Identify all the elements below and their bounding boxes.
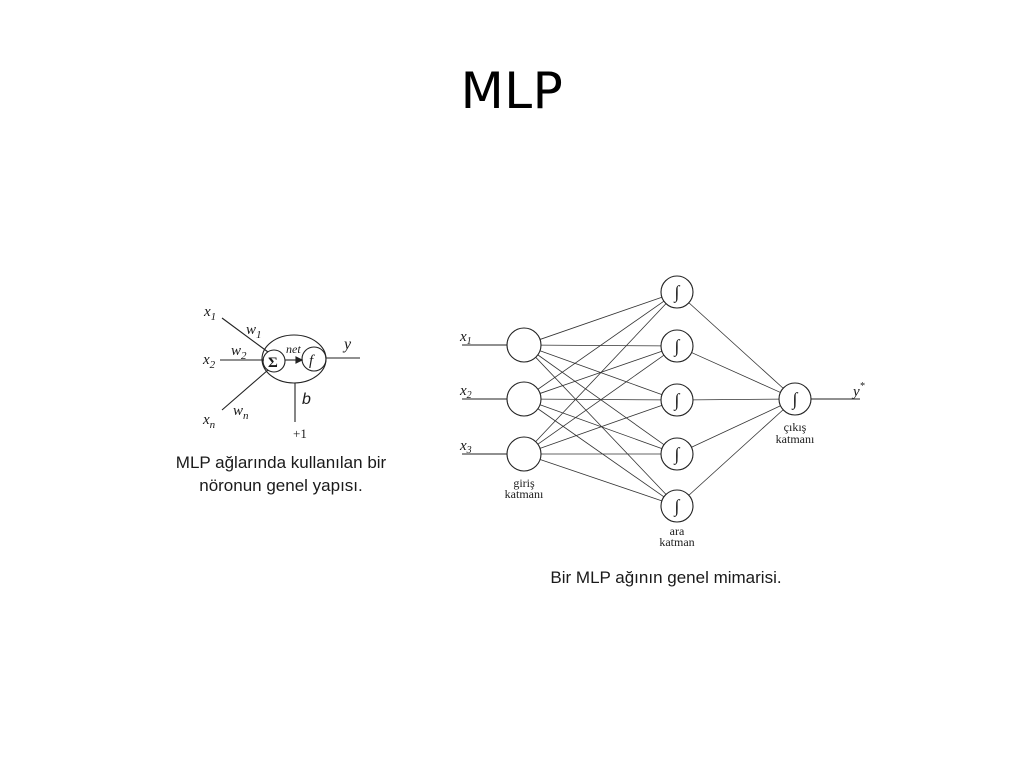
hidden-node-4 bbox=[660, 437, 694, 471]
neuron-weight-wn: wn bbox=[233, 403, 249, 422]
edge-hidden1-output bbox=[688, 302, 784, 389]
hidden-node-3 bbox=[660, 383, 694, 417]
edge-input3-hidden3 bbox=[539, 404, 663, 449]
hidden-node-1 bbox=[660, 275, 694, 309]
sum-node bbox=[262, 349, 286, 373]
hidden-layer-label-line2: katman bbox=[659, 535, 694, 549]
neuron-caption: MLP ağlarında kullanılan bir nöronun gen… bbox=[176, 453, 387, 495]
output-layer-label-line1: çıkış bbox=[784, 420, 807, 434]
net-arrowhead bbox=[295, 356, 304, 364]
network-connections bbox=[535, 296, 784, 502]
neuron-diagram bbox=[220, 317, 360, 422]
network-input-x1: x1 bbox=[459, 329, 472, 347]
net-label: net bbox=[286, 342, 301, 356]
neuron-input-line-n bbox=[221, 369, 269, 411]
network-input-x2: x2 bbox=[459, 383, 472, 401]
input-node-2 bbox=[506, 381, 542, 417]
edge-input2-hidden5 bbox=[537, 408, 665, 498]
input-layer-label-line2: katmanı bbox=[505, 487, 544, 501]
input-node-3 bbox=[506, 436, 542, 472]
neuron-input-line-1 bbox=[221, 317, 269, 353]
neuron-labels: x1 x2 xn w1 w2 wn Σ net f y b +1 bbox=[202, 304, 352, 441]
edge-input3-hidden5 bbox=[539, 459, 662, 502]
edge-input2-hidden1 bbox=[537, 300, 665, 390]
edge-input1-hidden1 bbox=[539, 296, 663, 340]
edge-input3-hidden2 bbox=[537, 354, 665, 445]
network-labels: x1 x2 x3 y* giriş katmanı ara katman çık… bbox=[459, 329, 865, 549]
edge-hidden2-output bbox=[691, 352, 781, 393]
neuron-output-label: y bbox=[342, 336, 352, 353]
network-input-x3: x3 bbox=[459, 438, 472, 456]
network-nodes bbox=[506, 275, 812, 523]
neuron-caption-line1: MLP ağlarında kullanılan bir bbox=[176, 453, 387, 472]
input-node-1 bbox=[506, 327, 542, 363]
neuron-input-xn: xn bbox=[202, 412, 216, 431]
edge-input1-hidden5 bbox=[535, 357, 667, 495]
bias-input-label: +1 bbox=[293, 426, 307, 441]
neuron-input-x1: x1 bbox=[203, 304, 216, 323]
hidden-node-2-symbol: ∫ bbox=[674, 336, 681, 357]
network-node-symbols: ∫ ∫ ∫ ∫ ∫ ∫ bbox=[674, 282, 799, 517]
network-output-label: y* bbox=[851, 381, 865, 400]
hidden-node-2 bbox=[660, 329, 694, 363]
hidden-node-3-symbol: ∫ bbox=[674, 390, 681, 411]
hidden-node-5 bbox=[660, 489, 694, 523]
output-node bbox=[778, 382, 812, 416]
neuron-caption-line2: nöronun genel yapısı. bbox=[199, 476, 363, 495]
output-node-symbol: ∫ bbox=[792, 389, 799, 410]
hidden-node-5-symbol: ∫ bbox=[674, 496, 681, 517]
sum-symbol: Σ bbox=[268, 355, 278, 371]
neuron-weight-w2: w2 bbox=[231, 343, 247, 362]
edge-input3-hidden1 bbox=[535, 303, 667, 442]
edge-hidden3-output bbox=[692, 398, 780, 401]
bias-label: b bbox=[302, 391, 311, 408]
neuron-weight-w1: w1 bbox=[246, 322, 262, 341]
hidden-node-1-symbol: ∫ bbox=[674, 282, 681, 303]
output-layer-label-line2: katmanı bbox=[776, 432, 815, 446]
edge-hidden5-output bbox=[688, 409, 784, 496]
network-caption: Bir MLP ağının genel mimarisi. bbox=[550, 568, 781, 587]
network-io-lines bbox=[462, 344, 860, 455]
hidden-layer-label-line1: ara bbox=[670, 524, 685, 538]
slide-title: MLP bbox=[460, 62, 564, 120]
neuron-input-x2: x2 bbox=[202, 352, 216, 371]
activation-node bbox=[301, 346, 327, 372]
input-layer-label-line1: giriş bbox=[513, 476, 535, 490]
activation-label: f bbox=[309, 353, 315, 369]
hidden-node-4-symbol: ∫ bbox=[674, 444, 681, 465]
edge-hidden4-output bbox=[691, 405, 781, 448]
